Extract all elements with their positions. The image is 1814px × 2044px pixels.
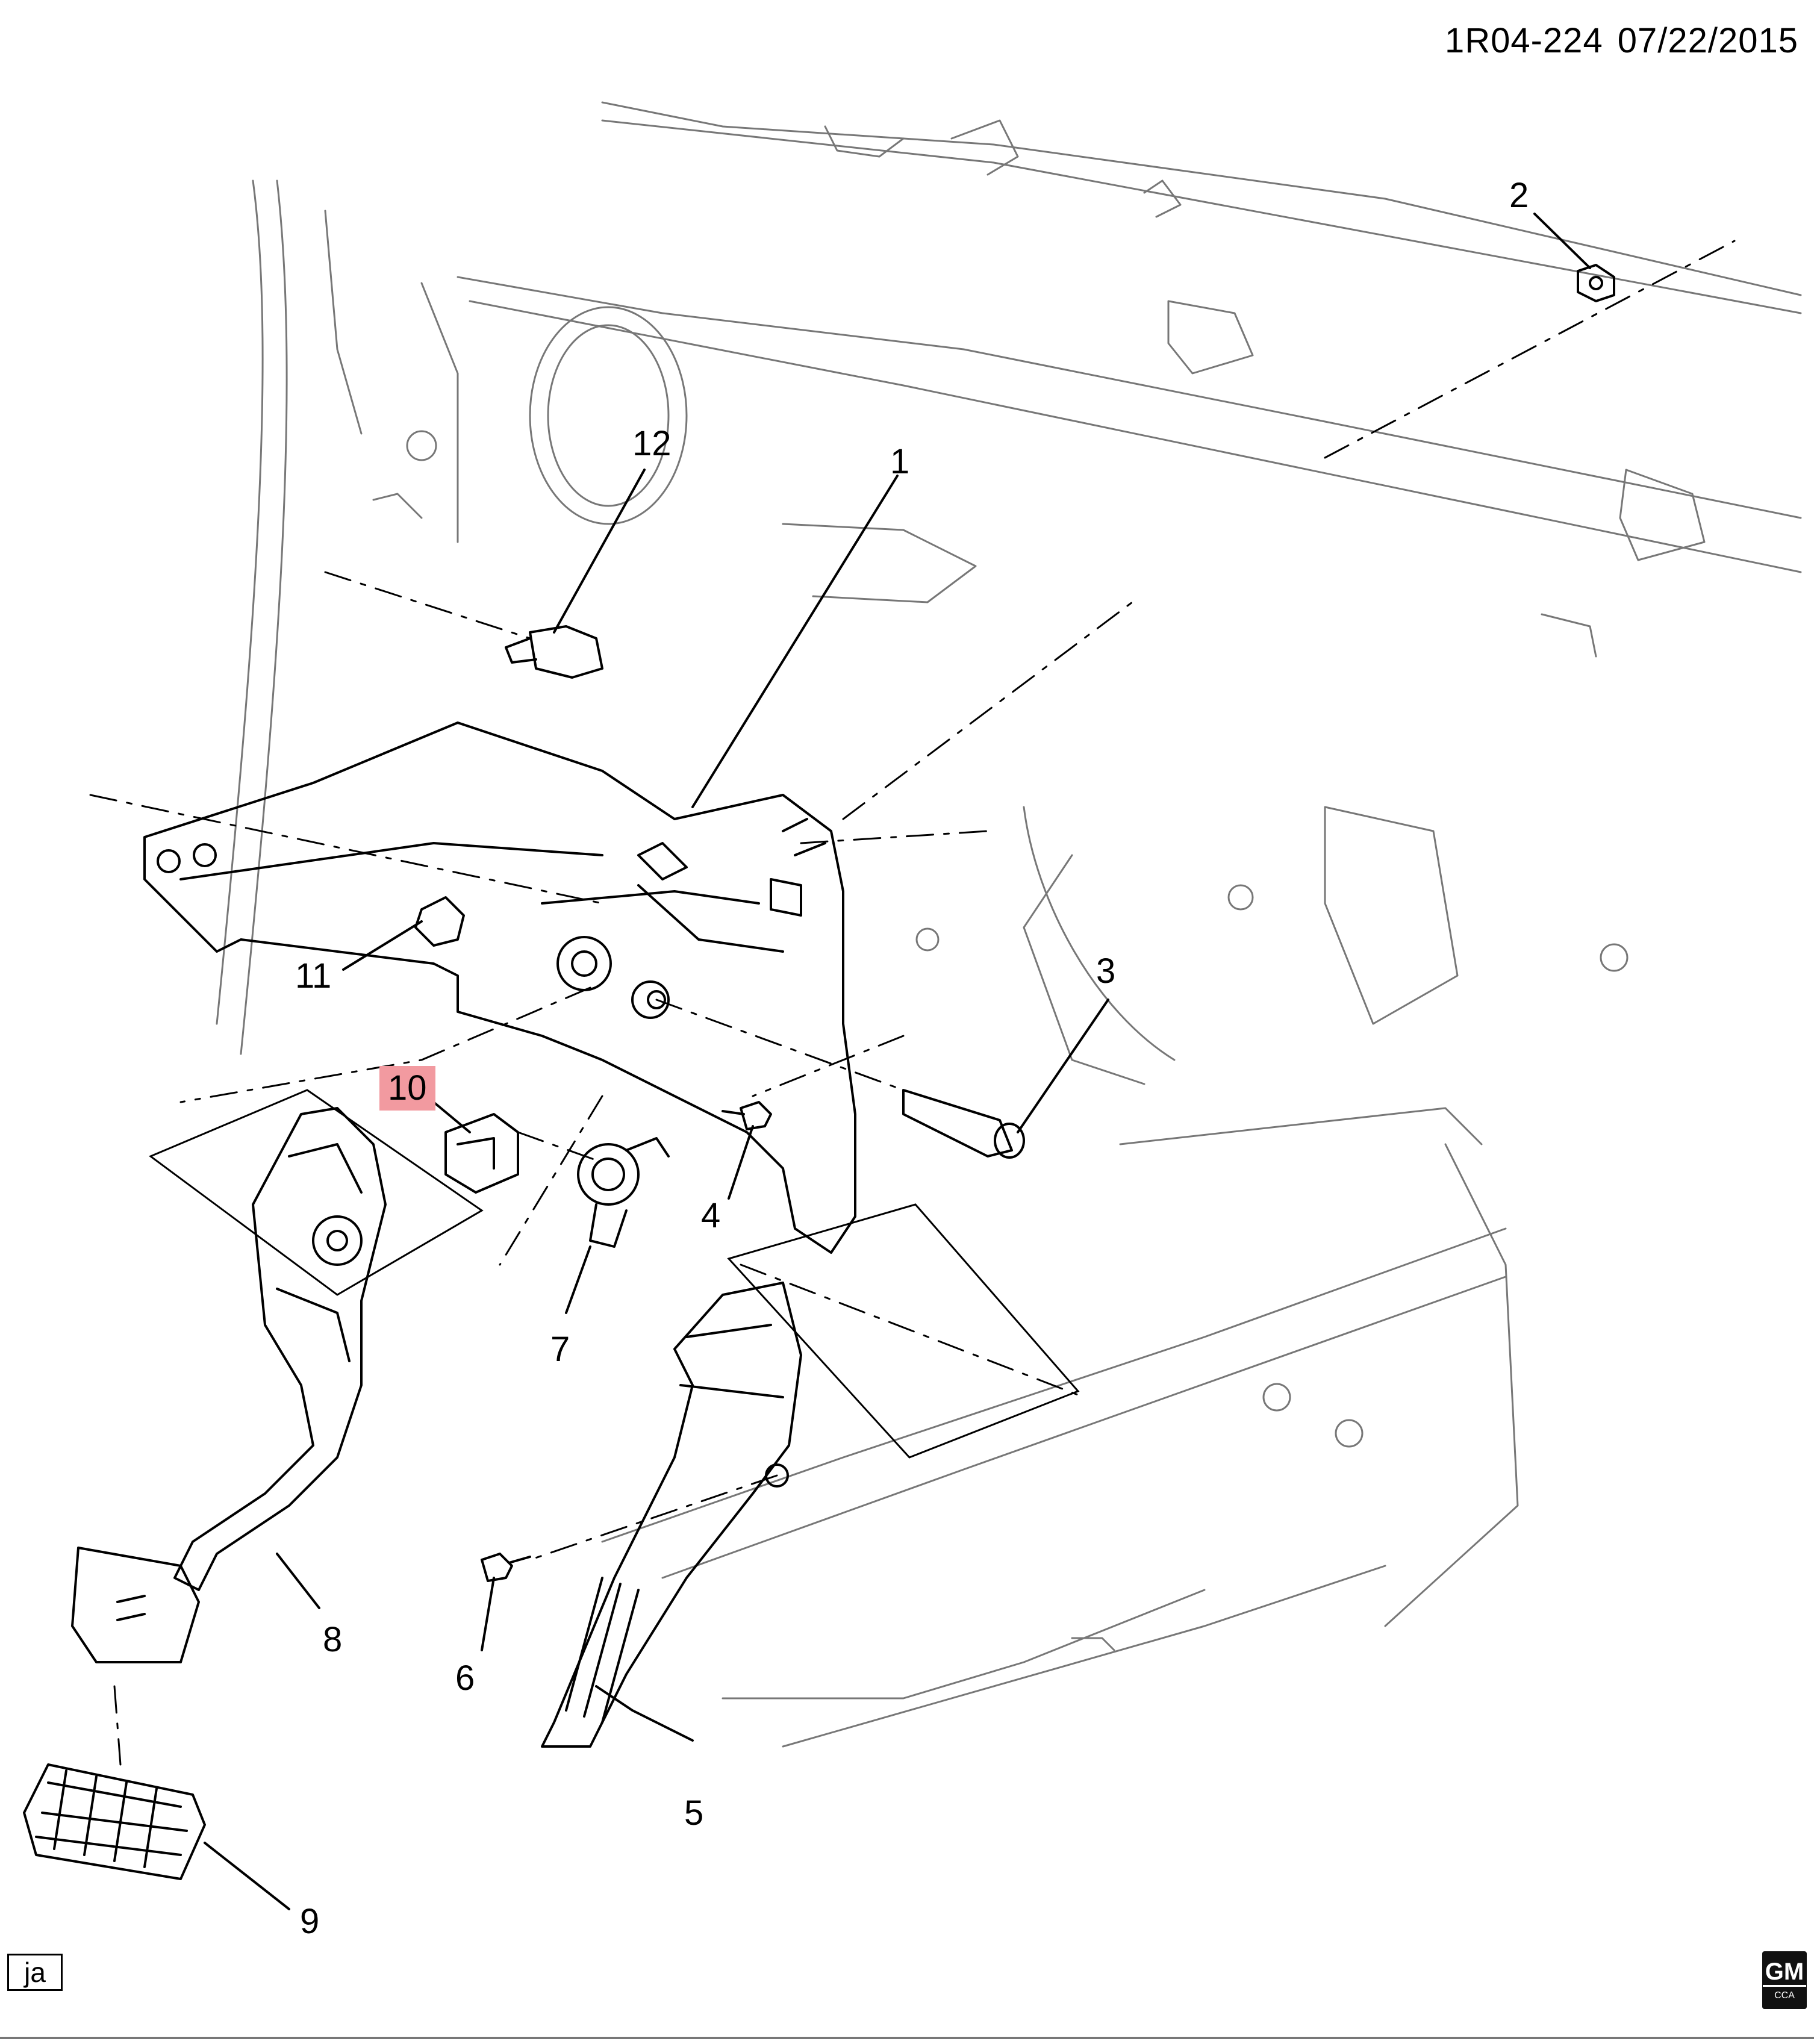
assembly-centerlines [89, 240, 1736, 1766]
brake-switch [444, 1113, 519, 1194]
callout-7: 7 [550, 1330, 570, 1369]
retainer-clip [414, 896, 465, 947]
dash-panel-outline [457, 101, 1802, 658]
leader-lines [204, 213, 1591, 1910]
brake-pedal-frame [148, 1089, 484, 1296]
gm-logo-text: GM [1762, 1960, 1807, 1987]
gm-logo-subtext: CCA [1774, 1990, 1795, 2001]
bracket-bolt [505, 625, 603, 679]
a-pillar-outline [216, 179, 459, 1055]
sensor-bolt [722, 1101, 772, 1130]
firewall-opening-outline [529, 306, 1629, 1085]
brake-pedal [71, 1107, 387, 1663]
pedal-bracket [143, 721, 856, 1254]
callout-12: 12 [632, 424, 672, 463]
callout-3: 3 [1096, 952, 1116, 991]
floor-tunnel-outline [601, 1107, 1519, 1748]
nut [1577, 264, 1615, 302]
brake-pedal-pad [23, 1763, 206, 1880]
illustration-number: 1R04-224 [1444, 21, 1603, 60]
illustration-date: 07/22/2015 [1617, 21, 1798, 60]
illustration-id: 1R04-224 07/22/2015 [1445, 20, 1798, 61]
callout-6: 6 [455, 1659, 475, 1698]
bottom-border [0, 2037, 1814, 2039]
callout-4: 4 [701, 1196, 721, 1235]
callout-1: 1 [890, 442, 910, 481]
callout-8: 8 [323, 1620, 343, 1659]
artist-initials-box: ja [7, 1954, 63, 1991]
gm-logo: GM CCA [1762, 1951, 1807, 2009]
accelerator-frame [727, 1203, 1080, 1459]
artist-initials: ja [24, 1957, 46, 1988]
position-sensor [577, 1137, 670, 1248]
callout-2: 2 [1509, 176, 1529, 215]
callout-5: 5 [684, 1793, 704, 1833]
callout-11: 11 [295, 956, 332, 996]
callout-9: 9 [300, 1902, 320, 1941]
accelerator-pedal [541, 1282, 802, 1748]
pivot-pin [902, 1089, 1025, 1159]
accelerator-bolt [481, 1553, 531, 1582]
callout-10: 10 [379, 1066, 435, 1111]
